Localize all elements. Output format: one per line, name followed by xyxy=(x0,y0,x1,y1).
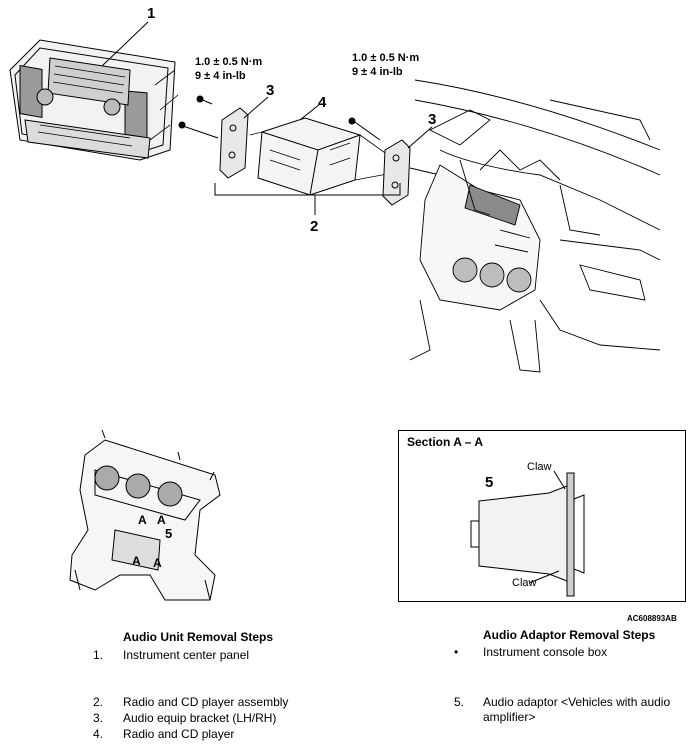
exploded-view-illustration xyxy=(9,21,661,373)
claw-top-label: Claw xyxy=(527,461,552,473)
audio-unit-step-1: 1. Instrument center panel xyxy=(93,648,353,664)
step-text: Instrument console box xyxy=(483,645,608,659)
torque-right-line1: 1.0 ± 0.5 N·m xyxy=(352,52,420,64)
step-number: 1. xyxy=(93,648,104,662)
section-a-a-box: Section A – A Claw Claw 5 xyxy=(398,430,686,602)
dashboard-drawing xyxy=(409,79,661,373)
step-text: Radio and CD player assembly xyxy=(123,695,289,709)
torque-spec-right: 1.0 ± 0.5 N·m 9 ± 4 in-lb xyxy=(352,51,419,79)
callout-2: 2 xyxy=(310,218,319,235)
figure-code: AC608893AB xyxy=(627,614,677,623)
callout-5-console: 5 xyxy=(165,526,173,541)
callout-a-2: A xyxy=(157,513,166,527)
callout-a-3: A xyxy=(132,554,141,568)
callout-4: 4 xyxy=(318,94,327,111)
callout-5-section: 5 xyxy=(485,474,494,491)
section-a-a-drawing xyxy=(470,470,585,597)
callout-3-right: 3 xyxy=(428,111,437,128)
torque-left-line2: 9 ± 4 in-lb xyxy=(195,70,246,82)
callout-a-4: A xyxy=(153,556,162,570)
radio-cd-player-drawing xyxy=(249,117,399,196)
step-number: 5. xyxy=(454,695,465,709)
step-number: 4. xyxy=(93,727,104,741)
step-text: Audio adaptor <Vehicles with audio ampli… xyxy=(483,695,671,724)
audio-unit-step-2: 2. Radio and CD player assembly xyxy=(93,695,353,711)
audio-unit-steps-title: Audio Unit Removal Steps xyxy=(123,630,274,644)
torque-spec-left: 1.0 ± 0.5 N·m 9 ± 4 in-lb xyxy=(195,55,262,83)
step-number: 2. xyxy=(93,695,104,709)
callout-a-1: A xyxy=(138,513,147,527)
audio-unit-step-4: 4. Radio and CD player xyxy=(93,727,353,743)
step-number: 3. xyxy=(93,711,104,725)
audio-adaptor-step-5: 5. Audio adaptor <Vehicles with audio am… xyxy=(454,695,694,727)
step-text: Instrument center panel xyxy=(123,648,250,662)
instrument-center-panel-drawing xyxy=(9,39,179,161)
audio-adaptor-step-bullet: • Instrument console box xyxy=(454,645,694,661)
step-bullet: • xyxy=(454,645,459,659)
step-text: Radio and CD player xyxy=(123,727,235,741)
left-bracket-drawing xyxy=(178,95,249,179)
audio-unit-step-3: 3. Audio equip bracket (LH/RH) xyxy=(93,711,353,727)
torque-left-line1: 1.0 ± 0.5 N·m xyxy=(195,56,263,68)
audio-adaptor-steps-title: Audio Adaptor Removal Steps xyxy=(483,628,656,642)
claw-bottom-label: Claw xyxy=(512,577,537,589)
step-text: Audio equip bracket (LH/RH) xyxy=(123,711,277,725)
torque-right-line2: 9 ± 4 in-lb xyxy=(352,66,403,78)
callout-3-left: 3 xyxy=(266,82,275,99)
section-title: Section A – A xyxy=(407,435,484,449)
callout-1: 1 xyxy=(147,5,156,22)
